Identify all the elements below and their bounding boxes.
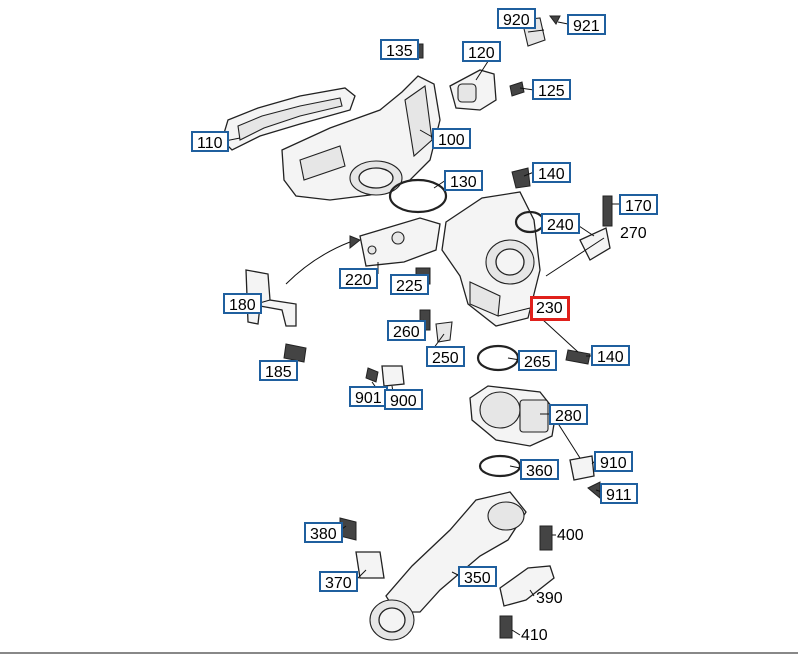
callout-350[interactable]: 350 xyxy=(458,566,497,587)
callout-921[interactable]: 921 xyxy=(567,14,606,35)
callout-120[interactable]: 120 xyxy=(462,41,501,62)
bolt-185 xyxy=(283,343,307,363)
callout-260[interactable]: 260 xyxy=(387,320,426,341)
callout-265[interactable]: 265 xyxy=(518,350,557,371)
bolt-140-upper xyxy=(511,167,531,189)
callout-140-upper[interactable]: 140 xyxy=(532,162,571,183)
label-270: 270 xyxy=(620,225,647,242)
callout-180[interactable]: 180 xyxy=(223,293,262,314)
callout-240[interactable]: 240 xyxy=(541,213,580,234)
callout-185[interactable]: 185 xyxy=(259,360,298,381)
callout-125[interactable]: 125 xyxy=(532,79,571,100)
callout-170[interactable]: 170 xyxy=(619,194,658,215)
bracket-370 xyxy=(355,551,385,579)
callout-911[interactable]: 911 xyxy=(600,483,638,504)
connector-910 xyxy=(569,455,595,481)
sensor-250 xyxy=(435,321,453,343)
bolt-400 xyxy=(539,525,553,551)
callout-135[interactable]: 135 xyxy=(380,39,419,60)
callout-370[interactable]: 370 xyxy=(319,571,358,592)
seal-ring-265 xyxy=(476,344,520,372)
throttle-body xyxy=(469,385,557,447)
callout-910[interactable]: 910 xyxy=(594,451,633,472)
callout-250[interactable]: 250 xyxy=(426,346,465,367)
connector-901 xyxy=(365,367,379,383)
connector-900 xyxy=(381,365,405,387)
callout-900[interactable]: 900 xyxy=(384,389,423,410)
bolt-410 xyxy=(499,615,513,639)
callout-230-selected[interactable]: 230 xyxy=(530,296,570,321)
callout-130[interactable]: 130 xyxy=(444,170,483,191)
bracket-220 xyxy=(359,217,441,267)
callout-220[interactable]: 220 xyxy=(339,268,378,289)
seal-ring-130 xyxy=(388,178,448,214)
callout-901[interactable]: 901 xyxy=(349,386,388,407)
direction-arrow xyxy=(285,241,351,285)
label-400: 400 xyxy=(557,527,584,544)
callout-920[interactable]: 920 xyxy=(497,8,536,29)
callout-360[interactable]: 360 xyxy=(520,459,559,480)
label-410: 410 xyxy=(521,627,548,644)
callout-100[interactable]: 100 xyxy=(432,128,471,149)
bolt-140-lower xyxy=(565,349,591,365)
callout-225[interactable]: 225 xyxy=(390,274,429,295)
bracket-390 xyxy=(499,565,555,607)
seal-ring-360 xyxy=(478,454,522,478)
callout-280[interactable]: 280 xyxy=(549,404,588,425)
connector-911 xyxy=(587,481,601,500)
label-390: 390 xyxy=(536,590,563,607)
callout-140-lower[interactable]: 140 xyxy=(591,345,630,366)
throttle-housing xyxy=(441,191,541,327)
callout-380[interactable]: 380 xyxy=(304,522,343,543)
charge-air-pipe xyxy=(369,491,527,641)
callout-110[interactable]: 110 xyxy=(191,131,229,152)
intake-manifold xyxy=(221,75,441,201)
